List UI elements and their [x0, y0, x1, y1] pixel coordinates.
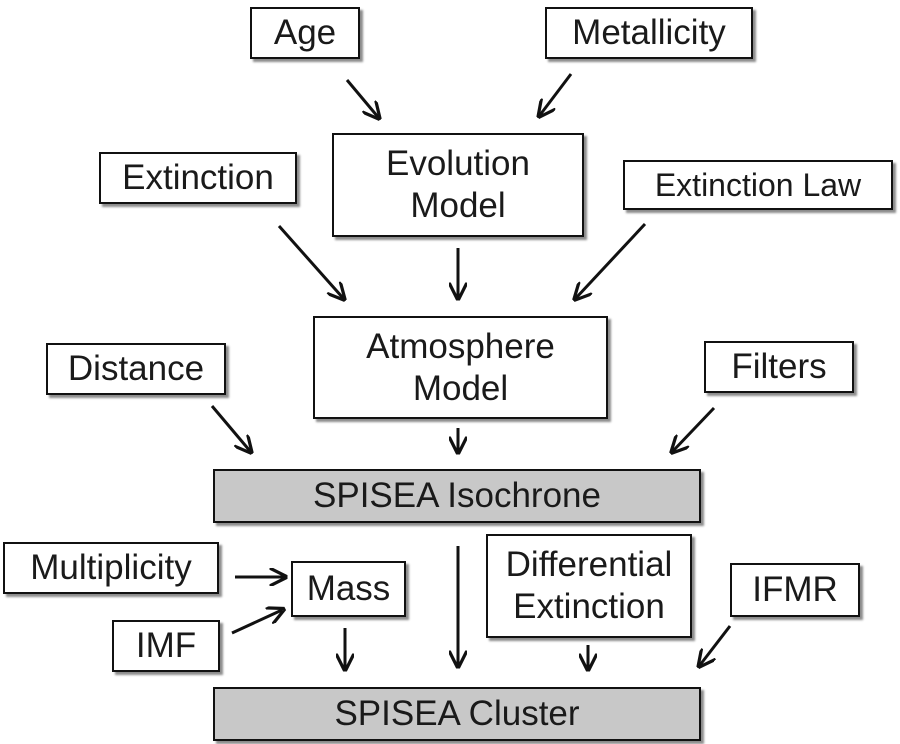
- spisea-cluster-box: SPISEA Cluster: [213, 687, 701, 741]
- extinction-law-box: Extinction Law: [623, 160, 893, 210]
- distance-box: Distance: [46, 343, 226, 395]
- arrow-metallicity-to-evolution: [540, 73, 573, 115]
- metallicity-label: Metallicity: [572, 13, 726, 52]
- ifmr-box: IFMR: [730, 563, 860, 617]
- distance-label: Distance: [67, 349, 205, 388]
- differential-extinction-line2: Extinction: [513, 587, 665, 626]
- imf-box: IMF: [112, 620, 220, 672]
- differential-extinction-line1: Differential: [505, 545, 673, 584]
- filters-box: Filters: [704, 341, 854, 393]
- mass-box: Mass: [291, 561, 406, 617]
- arrow-extinction-to-atmosphere: [277, 225, 343, 298]
- extinction-label: Extinction: [122, 158, 274, 197]
- spisea-cluster-label: SPISEA Cluster: [334, 694, 580, 733]
- arrow-imf-to-mass: [231, 610, 282, 635]
- spisea-isochrone-box: SPISEA Isochrone: [213, 469, 701, 523]
- filters-label: Filters: [731, 347, 827, 386]
- arrow-distance-to-isochrone: [210, 405, 250, 451]
- mass-label: Mass: [306, 569, 391, 608]
- age-label: Age: [273, 13, 337, 52]
- evolution-model-box: Evolution Model: [332, 133, 584, 237]
- ifmr-label: IFMR: [752, 570, 838, 609]
- differential-extinction-box: Differential Extinction: [486, 534, 692, 638]
- arrow-extinction-law-to-atmosphere: [576, 222, 647, 298]
- age-box: Age: [250, 7, 360, 59]
- extinction-box: Extinction: [99, 152, 297, 204]
- multiplicity-label: Multiplicity: [30, 548, 192, 587]
- atmosphere-model-line1: Atmosphere: [366, 326, 555, 366]
- metallicity-box: Metallicity: [545, 7, 753, 59]
- imf-label: IMF: [135, 626, 197, 665]
- arrow-ifmr-to-cluster: [700, 625, 732, 665]
- evolution-model-line1: Evolution: [386, 144, 530, 183]
- spisea-isochrone-label: SPISEA Isochrone: [313, 476, 601, 515]
- extinction-law-label: Extinction Law: [654, 166, 862, 203]
- arrow-age-to-evolution: [345, 79, 378, 117]
- multiplicity-box: Multiplicity: [3, 542, 219, 594]
- arrow-filters-to-isochrone: [673, 406, 716, 451]
- atmosphere-model-line2: Model: [412, 368, 509, 408]
- atmosphere-model-box: Atmosphere Model: [313, 316, 608, 419]
- evolution-model-line2: Model: [410, 186, 506, 225]
